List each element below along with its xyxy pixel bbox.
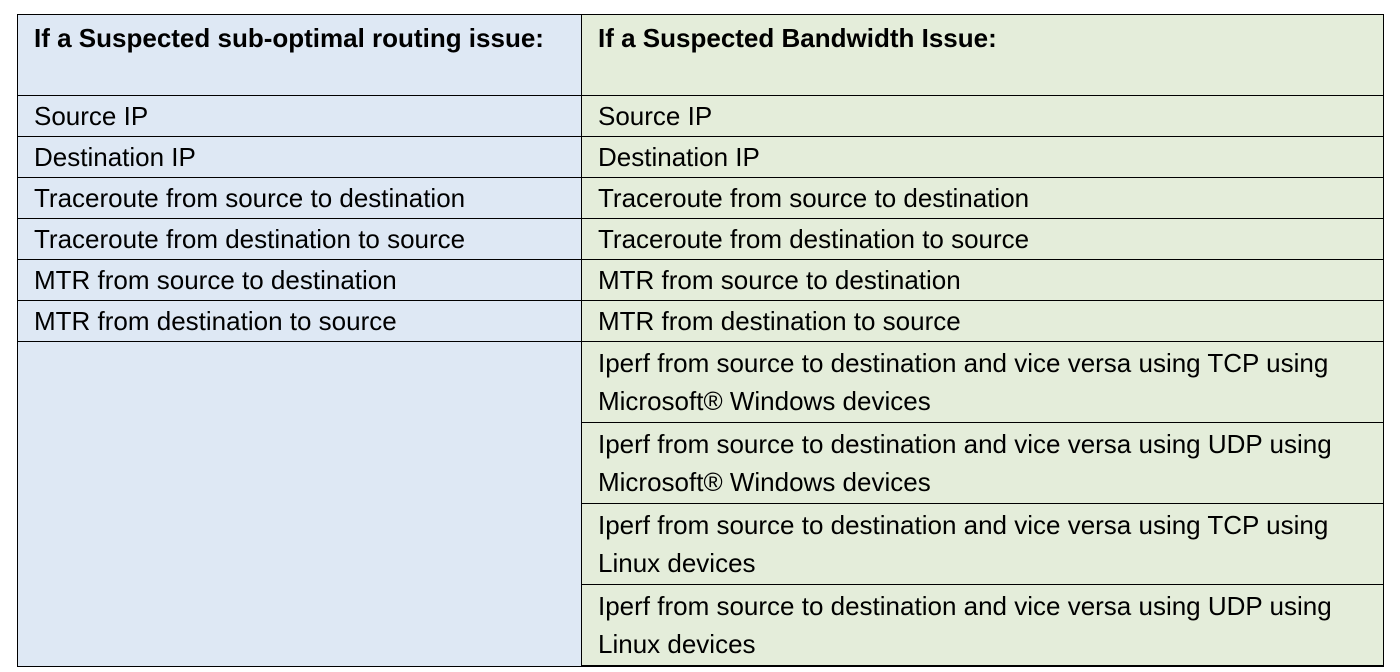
comparison-table: If a Suspected sub-optimal routing issue… xyxy=(17,14,1384,667)
routing-item: MTR from destination to source xyxy=(17,300,582,342)
bandwidth-item: Source IP xyxy=(581,95,1384,137)
routing-item: Traceroute from source to destination xyxy=(17,177,582,219)
header-routing-issue: If a Suspected sub-optimal routing issue… xyxy=(17,14,582,96)
routing-item: Source IP xyxy=(17,95,582,137)
table-row: Iperf from source to destination and vic… xyxy=(18,584,1384,667)
bandwidth-item: Traceroute from source to destination xyxy=(581,177,1384,219)
table-row: MTR from source to destination MTR from … xyxy=(17,259,1384,301)
bandwidth-item: Iperf from source to destination and vic… xyxy=(581,422,1384,504)
table-row: Iperf from source to destination and vic… xyxy=(18,503,1384,585)
bandwidth-item: MTR from source to destination xyxy=(581,259,1384,301)
table-row: Traceroute from source to destination Tr… xyxy=(17,177,1384,219)
routing-item: Traceroute from destination to source xyxy=(17,218,582,260)
routing-empty-cell xyxy=(17,341,582,667)
table-row: Destination IP Destination IP xyxy=(17,136,1384,178)
header-bandwidth-issue: If a Suspected Bandwidth Issue: xyxy=(581,14,1384,96)
bandwidth-item: Iperf from source to destination and vic… xyxy=(581,341,1384,423)
table-header-row: If a Suspected sub-optimal routing issue… xyxy=(17,14,1384,96)
bandwidth-item: Iperf from source to destination and vic… xyxy=(581,584,1384,667)
bandwidth-item: MTR from destination to source xyxy=(581,300,1384,342)
table-row: MTR from destination to source MTR from … xyxy=(17,300,1384,342)
table-row: Iperf from source to destination and vic… xyxy=(17,341,1384,667)
table-row: Iperf from source to destination and vic… xyxy=(18,422,1384,504)
table-row: Traceroute from destination to source Tr… xyxy=(17,218,1384,260)
bandwidth-item: Destination IP xyxy=(581,136,1384,178)
table-row: Source IP Source IP xyxy=(17,95,1384,137)
routing-item: MTR from source to destination xyxy=(17,259,582,301)
bandwidth-item: Traceroute from destination to source xyxy=(581,218,1384,260)
routing-item: Destination IP xyxy=(17,136,582,178)
bandwidth-item: Iperf from source to destination and vic… xyxy=(581,503,1384,585)
